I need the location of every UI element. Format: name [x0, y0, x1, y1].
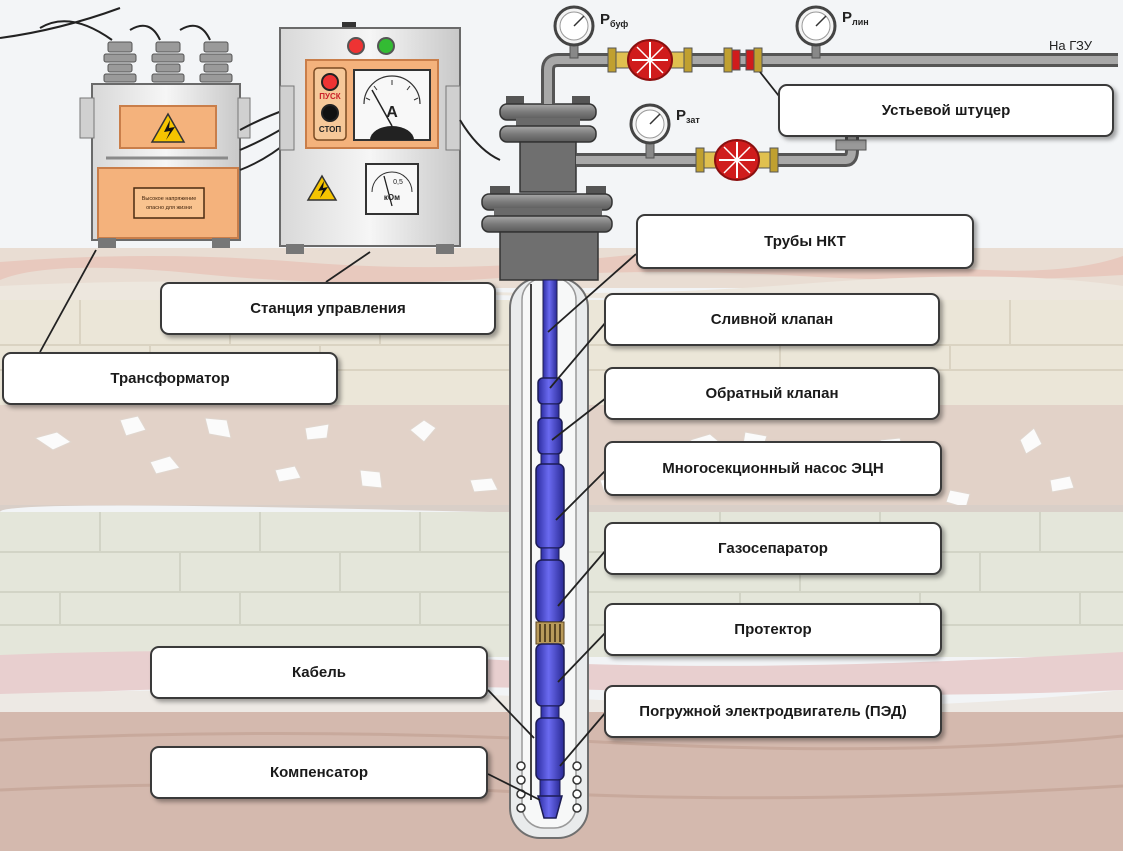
drain-valve-label: Сливной клапан: [604, 293, 940, 346]
transformer-plate-line1: Высокое напряжение: [142, 196, 197, 202]
gauge-p-lin-icon: Pлин: [795, 5, 869, 59]
transformer-plate-line2: опасно для жизни: [146, 205, 192, 211]
gauge-p-buf-icon: Pбуф: [553, 5, 628, 59]
flow-lines: [541, 53, 1118, 167]
stop-label: СТОП: [319, 125, 341, 134]
esp-string: [530, 279, 565, 819]
start-button-icon: [321, 73, 339, 91]
red-indicator-icon: [347, 37, 365, 55]
wellhead-choke-label: Устьевой штуцер: [778, 84, 1114, 137]
stop-button-icon: [321, 104, 339, 122]
control-station-unit: ПУСК СТОП A 0,5 кОм: [279, 22, 461, 254]
green-indicator-icon: [377, 37, 395, 55]
transformer-label: Трансформатор: [2, 352, 338, 405]
control-station-label: Станция управления: [160, 282, 496, 335]
tubing-label: Трубы НКТ: [636, 214, 974, 269]
megohm-unit: кОм: [384, 193, 400, 202]
compensator-label: Компенсатор: [150, 746, 488, 799]
overhead-cable: [0, 7, 121, 39]
gauge-p-buf-label: Pбуф: [600, 11, 628, 29]
ammeter-unit: A: [386, 104, 398, 121]
pump-label: Многосекционный насос ЭЦН: [604, 441, 942, 496]
start-label: ПУСК: [319, 92, 341, 101]
gauge-p-lin-label: Pлин: [842, 9, 869, 27]
wellhead-choke-icon: [723, 47, 763, 73]
gauge-p-zat-label: Pзат: [676, 107, 700, 125]
wellhead: [481, 96, 613, 281]
annulus-valve-icon: [695, 139, 779, 181]
check-valve-label: Обратный клапан: [604, 367, 940, 420]
motor-label: Погружной электродвигатель (ПЭД): [604, 685, 942, 738]
megohm-scale: 0,5: [393, 179, 403, 186]
station-wellhead-cable: [459, 119, 501, 161]
gas-separator-label: Газосепаратор: [604, 522, 942, 575]
gauge-p-zat-icon: Pзат: [629, 103, 700, 159]
cable-label: Кабель: [150, 646, 488, 699]
buffer-valve-icon: [607, 39, 693, 81]
pipeline-destination: На ГЗУ: [1049, 38, 1093, 53]
transformer-unit: Высокое напряжение опасно для жизни: [39, 20, 251, 248]
leader-lines: [39, 71, 791, 801]
protector-label: Протектор: [604, 603, 942, 656]
